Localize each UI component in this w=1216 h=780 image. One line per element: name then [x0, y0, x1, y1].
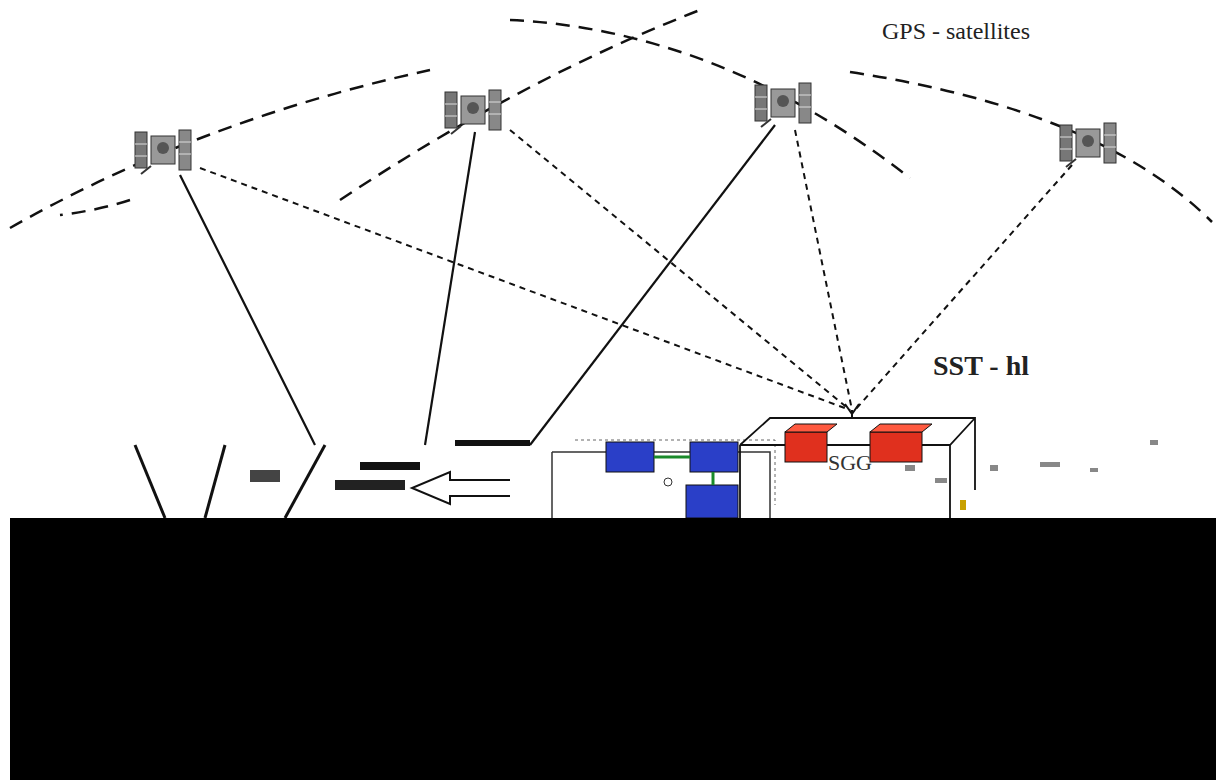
instrument-box: SGG [824, 450, 876, 476]
title-label: GPS - satellites [882, 18, 1030, 45]
mission-label: SST - hl [933, 350, 1029, 382]
box-label: SGG [828, 450, 872, 476]
